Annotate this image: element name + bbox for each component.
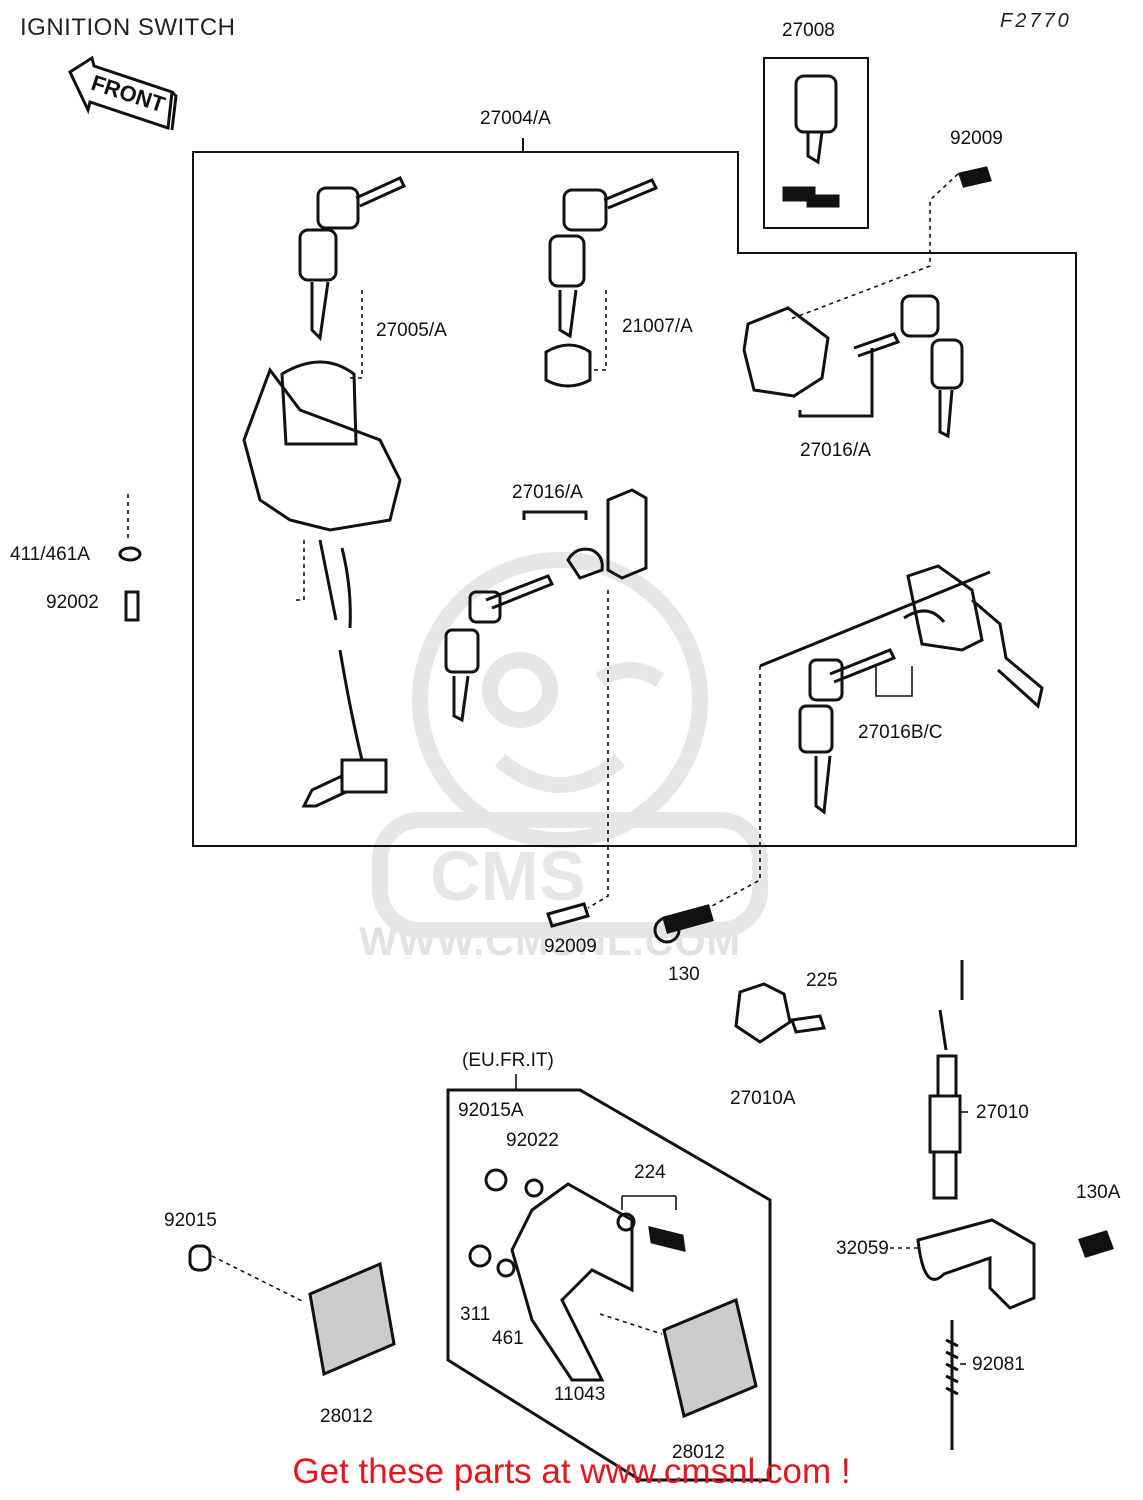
label-27016a-mid: 27016/A xyxy=(512,482,583,503)
label-92081: 92081 xyxy=(972,1354,1025,1375)
label-92015: 92015 xyxy=(164,1210,217,1231)
label-27005a: 27005/A xyxy=(376,320,447,341)
label-130a: 130A xyxy=(1076,1182,1121,1203)
parts-sketch xyxy=(118,74,1114,1482)
label-92015a: 92015A xyxy=(458,1100,524,1121)
label-28012-right: 28012 xyxy=(672,1442,725,1463)
diagram-title: IGNITION SWITCH xyxy=(20,14,236,41)
label-92022: 92022 xyxy=(506,1130,559,1151)
label-11043: 11043 xyxy=(554,1384,606,1405)
label-92009-top: 92009 xyxy=(950,128,1003,149)
leader-lines xyxy=(127,173,959,1335)
label-27010a: 27010A xyxy=(730,1088,796,1109)
label-27016bc: 27016B/C xyxy=(858,722,943,743)
label-92009-bottom: 92009 xyxy=(544,936,597,957)
label-130: 130 xyxy=(668,964,700,985)
label-27004a: 27004/A xyxy=(480,108,551,129)
bracket-lines xyxy=(515,666,968,1365)
label-411-461a: 411/461A xyxy=(10,544,90,565)
label-28012-left: 28012 xyxy=(320,1406,373,1427)
group-outline xyxy=(192,57,1077,847)
front-arrow xyxy=(68,55,178,131)
label-27010: 27010 xyxy=(976,1102,1029,1123)
label-461: 461 xyxy=(492,1328,524,1349)
label-225: 225 xyxy=(806,970,838,991)
label-eu-fr-it: (EU.FR.IT) xyxy=(462,1050,554,1071)
label-27016a-right: 27016/A xyxy=(800,440,871,461)
label-311: 311 xyxy=(460,1304,491,1325)
label-224: 224 xyxy=(634,1162,666,1183)
figure-code: F2770 xyxy=(1000,10,1072,32)
watermark-cms: CMS xyxy=(430,837,586,915)
footer-promo-text: Get these parts at www.cmsnl.com ! xyxy=(292,1452,851,1491)
label-32059: 32059 xyxy=(836,1238,889,1259)
label-21007a: 21007/A xyxy=(622,316,693,337)
label-27008: 27008 xyxy=(782,20,835,41)
label-92002: 92002 xyxy=(46,592,99,613)
